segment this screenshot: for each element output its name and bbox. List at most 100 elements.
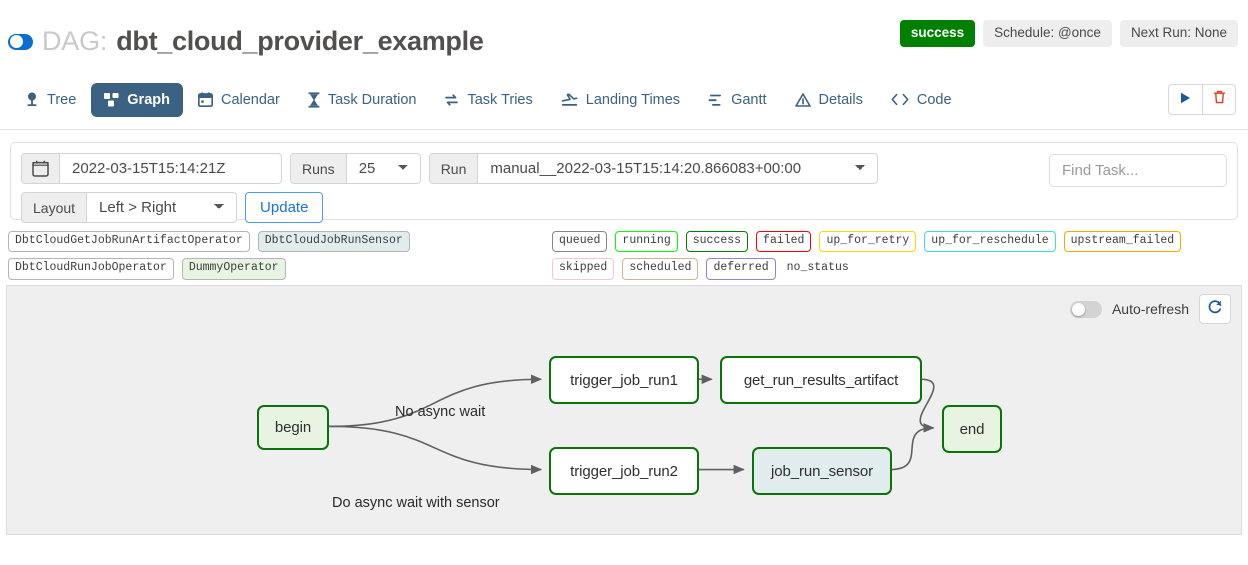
dag-view-tabbar: Tree Graph Calendar Task Duration Task T [0, 70, 1248, 130]
code-icon [891, 93, 909, 106]
tab-list: Tree Graph Calendar Task Duration Task T [12, 82, 965, 117]
tab-landing-times[interactable]: Landing Times [548, 83, 693, 117]
tab-code[interactable]: Code [878, 83, 965, 117]
dag-filter-bar: 2022-03-15T15:14:21Z Runs 25 Run manual_… [10, 142, 1238, 223]
tab-tree[interactable]: Tree [12, 83, 89, 117]
graph-edge [890, 423, 935, 471]
tab-task-duration[interactable]: Task Duration [295, 83, 430, 117]
layout-group: Layout Left > Right [21, 192, 238, 223]
graph-canvas[interactable]: begin trigger_job_run1 get_run_results_art… [7, 286, 1241, 534]
legend-chip[interactable]: scheduled [622, 258, 699, 280]
calendar-icon [197, 92, 213, 107]
tab-task-tries[interactable]: Task Tries [431, 83, 545, 117]
legend-chip[interactable]: upstream_failed [1063, 231, 1182, 253]
tab-label: Graph [127, 91, 170, 108]
legend-chip[interactable]: up_for_retry [819, 231, 917, 253]
legend-chip[interactable]: queued [552, 231, 608, 253]
details-icon [794, 92, 811, 107]
tab-label: Tree [47, 91, 77, 108]
graph-node-trigger_job_run2[interactable]: trigger_job_run2 [549, 447, 699, 495]
graph-node-job_run_sensor[interactable]: job_run_sensor [752, 447, 892, 495]
delete-dag-button[interactable] [1202, 84, 1236, 115]
tab-calendar[interactable]: Calendar [185, 83, 293, 117]
dag-prefix-label: DAG: [42, 26, 108, 56]
state-legend: queued running success failed up_for_retry up… [552, 231, 1242, 280]
play-icon [1180, 91, 1191, 109]
graph-node-end[interactable]: end [942, 405, 1002, 453]
tab-label: Details [818, 91, 863, 108]
graph-toolbar: Auto-refresh [1069, 294, 1231, 324]
run-label: Run [428, 153, 479, 184]
refresh-icon [1207, 299, 1223, 320]
tree-icon [25, 92, 39, 107]
graph-icon [104, 92, 119, 107]
legend-chip[interactable]: no_status [786, 261, 849, 275]
landing-icon [561, 92, 578, 107]
graph-edge-label: No async wait [395, 404, 486, 420]
graph-node-get_run_results_artifact[interactable]: get_run_results_artifact [720, 356, 922, 404]
filter-row-2: Layout Left > Right Update [21, 192, 1227, 223]
graph-edge-label: Do async wait with sensor [332, 495, 500, 511]
dag-title: DAG: dbt_cloud_provider_example [8, 26, 484, 57]
layout-select[interactable]: Left > Right [87, 192, 238, 223]
auto-refresh-label: Auto-refresh [1111, 301, 1189, 317]
legend-chip[interactable]: DbtCloudJobRunSensor [257, 231, 410, 253]
dag-name: dbt_cloud_provider_example [116, 26, 484, 56]
trash-icon [1213, 90, 1226, 109]
legend-chip[interactable]: running [615, 231, 678, 253]
runs-select[interactable]: 25 [346, 153, 421, 184]
tab-graph[interactable]: Graph [91, 82, 183, 117]
dag-action-buttons [1168, 84, 1236, 115]
calendar-icon[interactable] [21, 153, 60, 184]
layout-label: Layout [21, 192, 88, 223]
schedule-badge[interactable]: Schedule: @once [983, 20, 1112, 47]
tab-label: Task Duration [327, 91, 417, 108]
runs-label: Runs [290, 153, 347, 184]
status-badge: success [899, 20, 976, 47]
filter-row-1: 2022-03-15T15:14:21Z Runs 25 Run manual_… [21, 153, 1227, 184]
graph-edges [328, 374, 935, 475]
header-badges: success Schedule: @once Next Run: None [899, 20, 1238, 47]
legend-chip[interactable]: DbtCloudGetJobRunArtifactOperator [8, 231, 250, 253]
graph-edge [328, 425, 543, 475]
dag-pause-toggle[interactable] [8, 33, 33, 50]
state-chip-list: queued running success failed up_for_retry up… [552, 231, 1242, 280]
next-run-badge: Next Run: None [1119, 20, 1238, 47]
graph-edge [328, 374, 543, 428]
execution-date-input[interactable]: 2022-03-15T15:14:21Z [60, 153, 282, 184]
legend-chip[interactable]: DummyOperator [181, 258, 286, 280]
page-header: DAG: dbt_cloud_provider_example success … [0, 0, 1248, 70]
tab-label: Code [916, 91, 952, 108]
auto-refresh-toggle[interactable] [1069, 300, 1102, 318]
graph-node-begin[interactable]: begin [257, 405, 329, 450]
legend-chip[interactable]: deferred [706, 258, 776, 280]
gantt-icon [708, 93, 723, 107]
run-group: Run manual__2022-03-15T15:14:20.866083+0… [428, 153, 879, 184]
hourglass-icon [308, 91, 320, 108]
run-select[interactable]: manual__2022-03-15T15:14:20.866083+00:00 [478, 153, 879, 184]
tab-label: Task Tries [467, 91, 533, 108]
tab-details[interactable]: Details [782, 83, 876, 117]
legend-chip[interactable]: success [685, 231, 749, 253]
update-button[interactable]: Update [245, 192, 324, 223]
execution-date-group: 2022-03-15T15:14:21Z [21, 153, 282, 184]
find-task-input[interactable] [1049, 154, 1227, 187]
tab-gantt[interactable]: Gantt [695, 83, 779, 117]
dag-graph-panel: Auto-refresh begin trigger_job_run1 get_ru… [6, 285, 1242, 535]
graph-edge [919, 378, 935, 433]
retry-icon [444, 93, 459, 107]
legend-chip[interactable]: failed [756, 231, 812, 253]
tab-label: Gantt [731, 91, 767, 108]
legend-chip[interactable]: up_for_reschedule [924, 231, 1056, 253]
trigger-dag-button[interactable] [1168, 84, 1202, 115]
legend-chip[interactable]: skipped [552, 258, 615, 280]
tab-label: Calendar [220, 91, 280, 108]
refresh-button[interactable] [1199, 294, 1231, 324]
tab-label: Landing Times [585, 91, 681, 108]
graph-node-trigger_job_run1[interactable]: trigger_job_run1 [549, 356, 699, 404]
runs-group: Runs 25 [290, 153, 421, 184]
legend-chip[interactable]: DbtCloudRunJobOperator [8, 258, 174, 280]
